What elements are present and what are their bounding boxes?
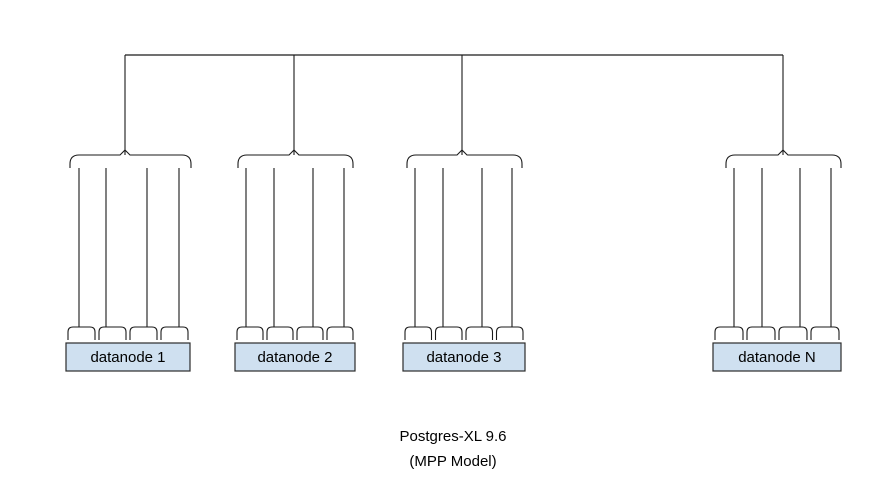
- shard-foot-1: [404, 325, 433, 340]
- figure-caption-line-2: (MPP Model): [409, 453, 496, 470]
- datanode-group-4: datanode N: [712, 149, 842, 372]
- shard-foot-1: [236, 325, 264, 340]
- datanode-box[interactable]: [234, 342, 356, 372]
- shard-foot-4: [160, 325, 189, 340]
- group-top-bracket: [725, 149, 842, 168]
- shard-foot-1: [714, 325, 744, 340]
- datanode-label: datanode 3: [426, 349, 501, 366]
- shard-foot-3: [778, 325, 808, 340]
- shard-foot-2: [266, 325, 294, 340]
- datanode-label: datanode N: [738, 349, 816, 366]
- shard-foot-2: [746, 325, 776, 340]
- shard-foot-3: [296, 325, 324, 340]
- datanode-group-3: datanode 3: [402, 149, 526, 372]
- shard-foot-4: [495, 325, 524, 340]
- figure-caption-line-1: Postgres-XL 9.6: [400, 428, 507, 445]
- shard-foot-2: [434, 325, 463, 340]
- datanode-groups: datanode 1 datanode 2 datanode 3 datanode N: [65, 149, 842, 372]
- shard-foot-4: [810, 325, 840, 340]
- datanode-box[interactable]: [402, 342, 526, 372]
- datanode-box[interactable]: [712, 342, 842, 372]
- shard-foot-2: [98, 325, 127, 340]
- datanode-box[interactable]: [65, 342, 191, 372]
- group-top-bracket: [406, 149, 523, 168]
- coordinator-bus: [124, 54, 784, 155]
- group-top-bracket: [237, 149, 354, 168]
- shard-foot-3: [129, 325, 158, 340]
- shard-foot-3: [465, 325, 494, 340]
- datanode-label: datanode 1: [90, 349, 165, 366]
- datanode-group-2: datanode 2: [234, 149, 356, 372]
- datanode-label: datanode 2: [257, 349, 332, 366]
- group-top-bracket: [69, 149, 192, 168]
- shard-foot-1: [67, 325, 96, 340]
- shard-foot-4: [326, 325, 354, 340]
- datanode-group-1: datanode 1: [65, 149, 192, 372]
